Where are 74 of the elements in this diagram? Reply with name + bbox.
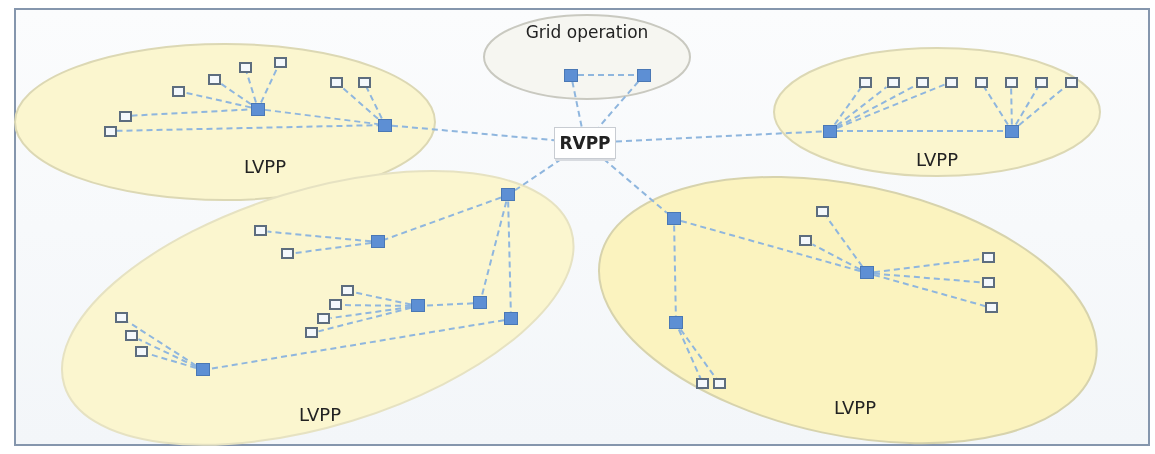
region-label: LVPP <box>243 155 287 177</box>
dashed-connector <box>602 158 668 214</box>
dashed-connector <box>329 305 412 320</box>
terminal-square <box>915 76 929 88</box>
dashed-connector <box>811 243 861 271</box>
region-label: LVPP <box>298 403 341 425</box>
terminal-square <box>238 61 252 73</box>
dashed-connector <box>836 130 1006 132</box>
terminal-square <box>799 235 813 247</box>
dashed-connector <box>1014 86 1039 126</box>
dashed-connector <box>677 328 702 380</box>
terminal-square <box>317 313 331 325</box>
terminal-square <box>886 76 900 88</box>
dashed-connector <box>615 130 824 143</box>
dashed-connector <box>365 86 383 120</box>
region-label: Grid operation <box>525 22 649 42</box>
dashed-connector <box>424 302 474 307</box>
dashed-connector <box>245 71 257 104</box>
dashed-connector <box>293 241 372 255</box>
dashed-connector <box>391 124 555 142</box>
dashed-connector <box>571 80 583 128</box>
terminal-square <box>1064 76 1078 88</box>
dashed-connector <box>219 82 252 106</box>
terminal-square <box>171 85 185 97</box>
terminal-square <box>696 378 710 390</box>
terminal-square <box>944 76 958 88</box>
terminal-square <box>341 285 355 297</box>
dashed-connector <box>137 338 197 368</box>
terminal-square <box>135 346 149 358</box>
region-label: LVPP <box>833 396 876 418</box>
dashed-connector <box>597 80 640 128</box>
terminal-square <box>974 76 988 88</box>
dashed-connector <box>1010 86 1013 126</box>
dashed-connector <box>384 196 502 241</box>
terminal-square <box>115 312 129 324</box>
dashed-connector <box>209 319 505 370</box>
dashed-connector <box>317 306 412 333</box>
terminal-square <box>329 76 343 88</box>
terminal-square <box>125 330 139 342</box>
dashed-connector <box>680 219 861 273</box>
process-box: RVPP <box>554 127 616 159</box>
dashed-connector <box>266 230 372 243</box>
terminal-square <box>1034 76 1048 88</box>
dashed-connector <box>873 273 987 308</box>
terminal-square <box>985 302 999 314</box>
terminal-square <box>103 125 117 137</box>
terminal-square <box>273 56 287 68</box>
dashed-connector <box>836 83 946 130</box>
dashed-connector <box>183 91 252 109</box>
terminal-square <box>305 327 319 339</box>
terminal-square <box>1004 76 1018 88</box>
dashed-connector <box>507 200 512 314</box>
region-label: LVPP <box>915 148 959 170</box>
terminal-square <box>982 252 996 264</box>
terminal-square <box>713 378 727 390</box>
dashed-connector <box>983 86 1009 126</box>
dashed-connector <box>673 224 677 318</box>
dashed-connector <box>341 86 379 120</box>
dashed-connector <box>127 321 197 367</box>
dashed-connector <box>353 291 412 306</box>
terminal-square <box>329 299 343 311</box>
dashed-connector <box>833 86 863 126</box>
dashed-connector <box>836 86 888 127</box>
terminal-square <box>982 277 996 289</box>
terminal-square <box>118 110 132 122</box>
terminal-square <box>281 248 295 260</box>
dashed-connector <box>115 124 379 132</box>
terminal-square <box>858 76 872 88</box>
terminal-square <box>207 73 221 85</box>
terminal-square <box>357 76 371 88</box>
dashed-connector <box>264 108 379 126</box>
dashed-connector <box>825 216 864 268</box>
terminal-square <box>816 206 830 218</box>
terminal-square <box>254 225 268 237</box>
